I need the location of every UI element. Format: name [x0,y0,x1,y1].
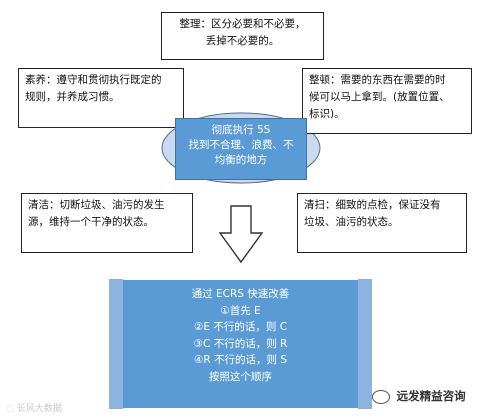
ecrs-panel: 通过 ECRS 快速改善 ①首先 E ②E 不行的话，则 C ③C 不行的话，则… [123,280,358,408]
ecrs-line-s: ④R 不行的话，则 S [193,354,288,366]
left-box-shitsuke: 素养：遵守和贯彻执行既定的 规则，并养成习惯。 [18,68,184,128]
right-box-line-3: 标识)。 [309,108,345,120]
ecrs-line-e: ①首先 E [220,304,261,317]
right-box-line-2: 候可以马上拿到。(放置位置、 [309,91,450,103]
center-box-line-2: 找到不合理、浪费、不 [188,139,294,151]
panel-left-band [109,279,123,409]
watermark-left-icon: ◌ [6,404,14,414]
watermark-right-text: 远发精益咨询 [396,389,466,403]
ecrs-line-c: ②E 不行的话，则 C [193,321,288,333]
panel-right-band [358,279,372,409]
ecrs-line-r: ③C 不行的话，则 R [193,337,288,350]
center-box-line-3: 均衡的地方 [214,154,268,166]
wechat-icon [372,389,390,404]
lower-right-box-seiso: 清扫：细致的点检，保证没有 垃圾、油污的状态。 [297,193,467,253]
lower-left-box-seiketsu: 清洁：切断垃圾、油污的发生 源，维持一个干净的状态。 [21,193,193,253]
left-box-line-1: 素养：遵守和贯彻执行既定的 [25,74,162,86]
ecrs-line-order: 按照这个顺序 [209,370,272,383]
lower-right-box-line-2: 垃圾、油污的状态。 [304,216,399,228]
center-box-line-1: 彻底执行 5S [211,124,271,136]
lower-left-box-line-1: 清洁：切断垃圾、油污的发生 [28,199,165,211]
center-box-5s: 彻底执行 5S 找到不合理、浪费、不 均衡的地方 [175,118,307,180]
watermark-left: ◌ 长风大数据 [6,401,62,414]
watermark-right: 远发精益咨询 [372,388,466,404]
down-arrow [218,205,264,264]
top-box-line-2: 丢掉不必要的。 [205,35,280,47]
watermark-left-text: 长风大数据 [16,404,62,414]
right-box-seiton: 整顿：需要的东西在需要的时 候可以马上拿到。(放置位置、 标识)。 [302,68,472,134]
right-box-line-1: 整顿：需要的东西在需要的时 [309,74,446,86]
top-box-seiri: 整理：区分必要和不必要， 丢掉不必要的。 [161,12,324,60]
lower-right-box-line-1: 清扫：细致的点检，保证没有 [304,199,441,211]
ecrs-line-title: 通过 ECRS 快速改善 [191,288,290,300]
lower-left-box-line-2: 源，维持一个干净的状态。 [28,216,154,228]
left-box-line-2: 规则，并养成习惯。 [25,91,120,103]
top-box-line-1: 整理：区分必要和不必要， [179,18,306,30]
